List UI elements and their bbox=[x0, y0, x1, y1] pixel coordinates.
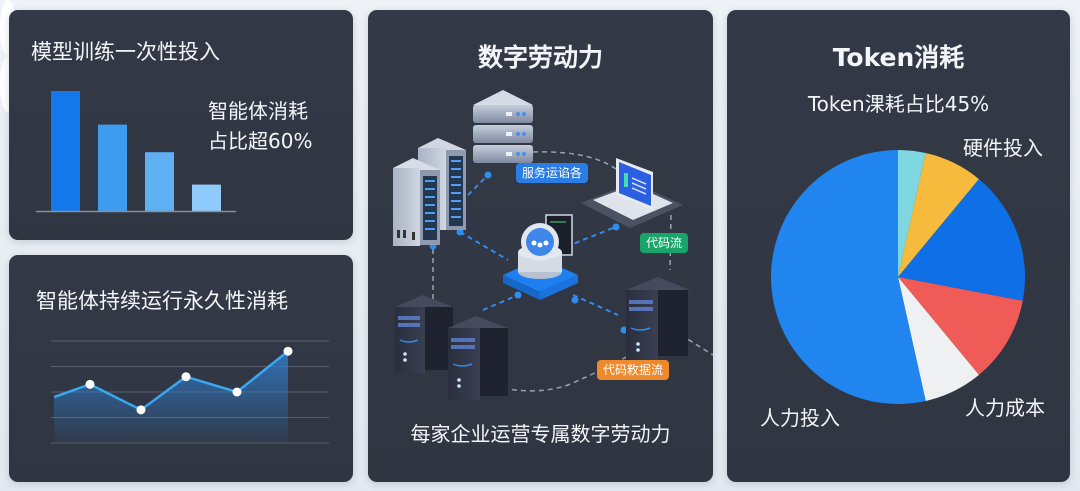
data-point bbox=[181, 372, 191, 382]
card-title: Token消耗 bbox=[832, 43, 965, 72]
pie-chart bbox=[771, 150, 1025, 404]
card-digital-labor: 数字劳动力 bbox=[368, 10, 713, 482]
link-node bbox=[456, 228, 464, 236]
rack-server-icon bbox=[393, 138, 466, 246]
pie-slice bbox=[898, 277, 979, 401]
data-point bbox=[85, 379, 95, 389]
tag-code-flow: 代码流 bbox=[640, 233, 689, 253]
dark-server-icon bbox=[626, 277, 690, 360]
card-model-training: 模型训练一次性投入 智能体消耗 占比超60% bbox=[9, 10, 353, 240]
dashed-link bbox=[467, 174, 489, 196]
data-point bbox=[136, 405, 146, 415]
series-line bbox=[53, 350, 289, 412]
bar bbox=[51, 91, 80, 211]
pie-slice bbox=[898, 277, 1023, 375]
pie-slice bbox=[898, 179, 1025, 301]
pie-label-hardware: 硬件投入 bbox=[963, 136, 1043, 160]
storage-stack-icon bbox=[473, 90, 533, 163]
dashed-link bbox=[482, 294, 519, 311]
pie-label-labor-cost: 人力成本 bbox=[965, 396, 1045, 420]
bar-chart bbox=[36, 91, 236, 213]
annotation-line-1: 智能体消耗 bbox=[208, 99, 308, 123]
data-point bbox=[283, 346, 293, 356]
ai-agent-robot-icon bbox=[503, 214, 578, 300]
area-fill bbox=[54, 351, 288, 443]
data-point bbox=[232, 387, 242, 397]
bar-chart-annotation: 智能体消耗 占比超60% bbox=[208, 96, 312, 156]
card-title: 数字劳动力 bbox=[477, 43, 603, 72]
dark-server-icon bbox=[448, 316, 508, 400]
card-agent-consumption: 智能体持续运行永久性消耗 bbox=[9, 255, 353, 482]
card-caption: 每家企业运营专属数字劳动力 bbox=[410, 422, 671, 446]
card-token-consumption: Token消耗 Token淉耗占比45% 硬件投入 人力成本 人力投入 bbox=[727, 10, 1070, 482]
dashed-link bbox=[459, 231, 509, 261]
bar bbox=[145, 152, 174, 211]
area-chart bbox=[51, 340, 329, 444]
dashed-link bbox=[502, 354, 631, 392]
bar bbox=[98, 124, 127, 211]
dashed-link bbox=[572, 294, 619, 316]
annotation-line-2: 占比超60% bbox=[208, 129, 313, 153]
link-node bbox=[514, 291, 522, 299]
pie-label-labor-input: 人力投入 bbox=[760, 406, 840, 430]
bar bbox=[192, 184, 221, 211]
card-title: 模型训练一次性投入 bbox=[31, 40, 220, 64]
tag-code-data-flow: 代码敉据流 bbox=[597, 360, 670, 380]
card-title: 智能体持续运行永久性消耗 bbox=[36, 289, 288, 313]
pie-slice bbox=[771, 150, 926, 404]
network-diagram bbox=[393, 90, 713, 400]
pie-slice bbox=[898, 150, 926, 277]
card-subtitle: Token淉耗占比45% bbox=[807, 92, 990, 116]
dashed-link bbox=[532, 151, 624, 176]
link-node bbox=[612, 223, 620, 231]
dashed-link bbox=[672, 329, 713, 356]
laptop-icon bbox=[581, 158, 683, 228]
link-node bbox=[484, 171, 492, 179]
tag-service-ops: 服务运谄各 bbox=[516, 163, 589, 183]
dark-server-icon bbox=[395, 295, 453, 373]
pie-slice bbox=[898, 153, 979, 277]
link-node bbox=[620, 326, 628, 334]
link-node bbox=[571, 296, 579, 304]
